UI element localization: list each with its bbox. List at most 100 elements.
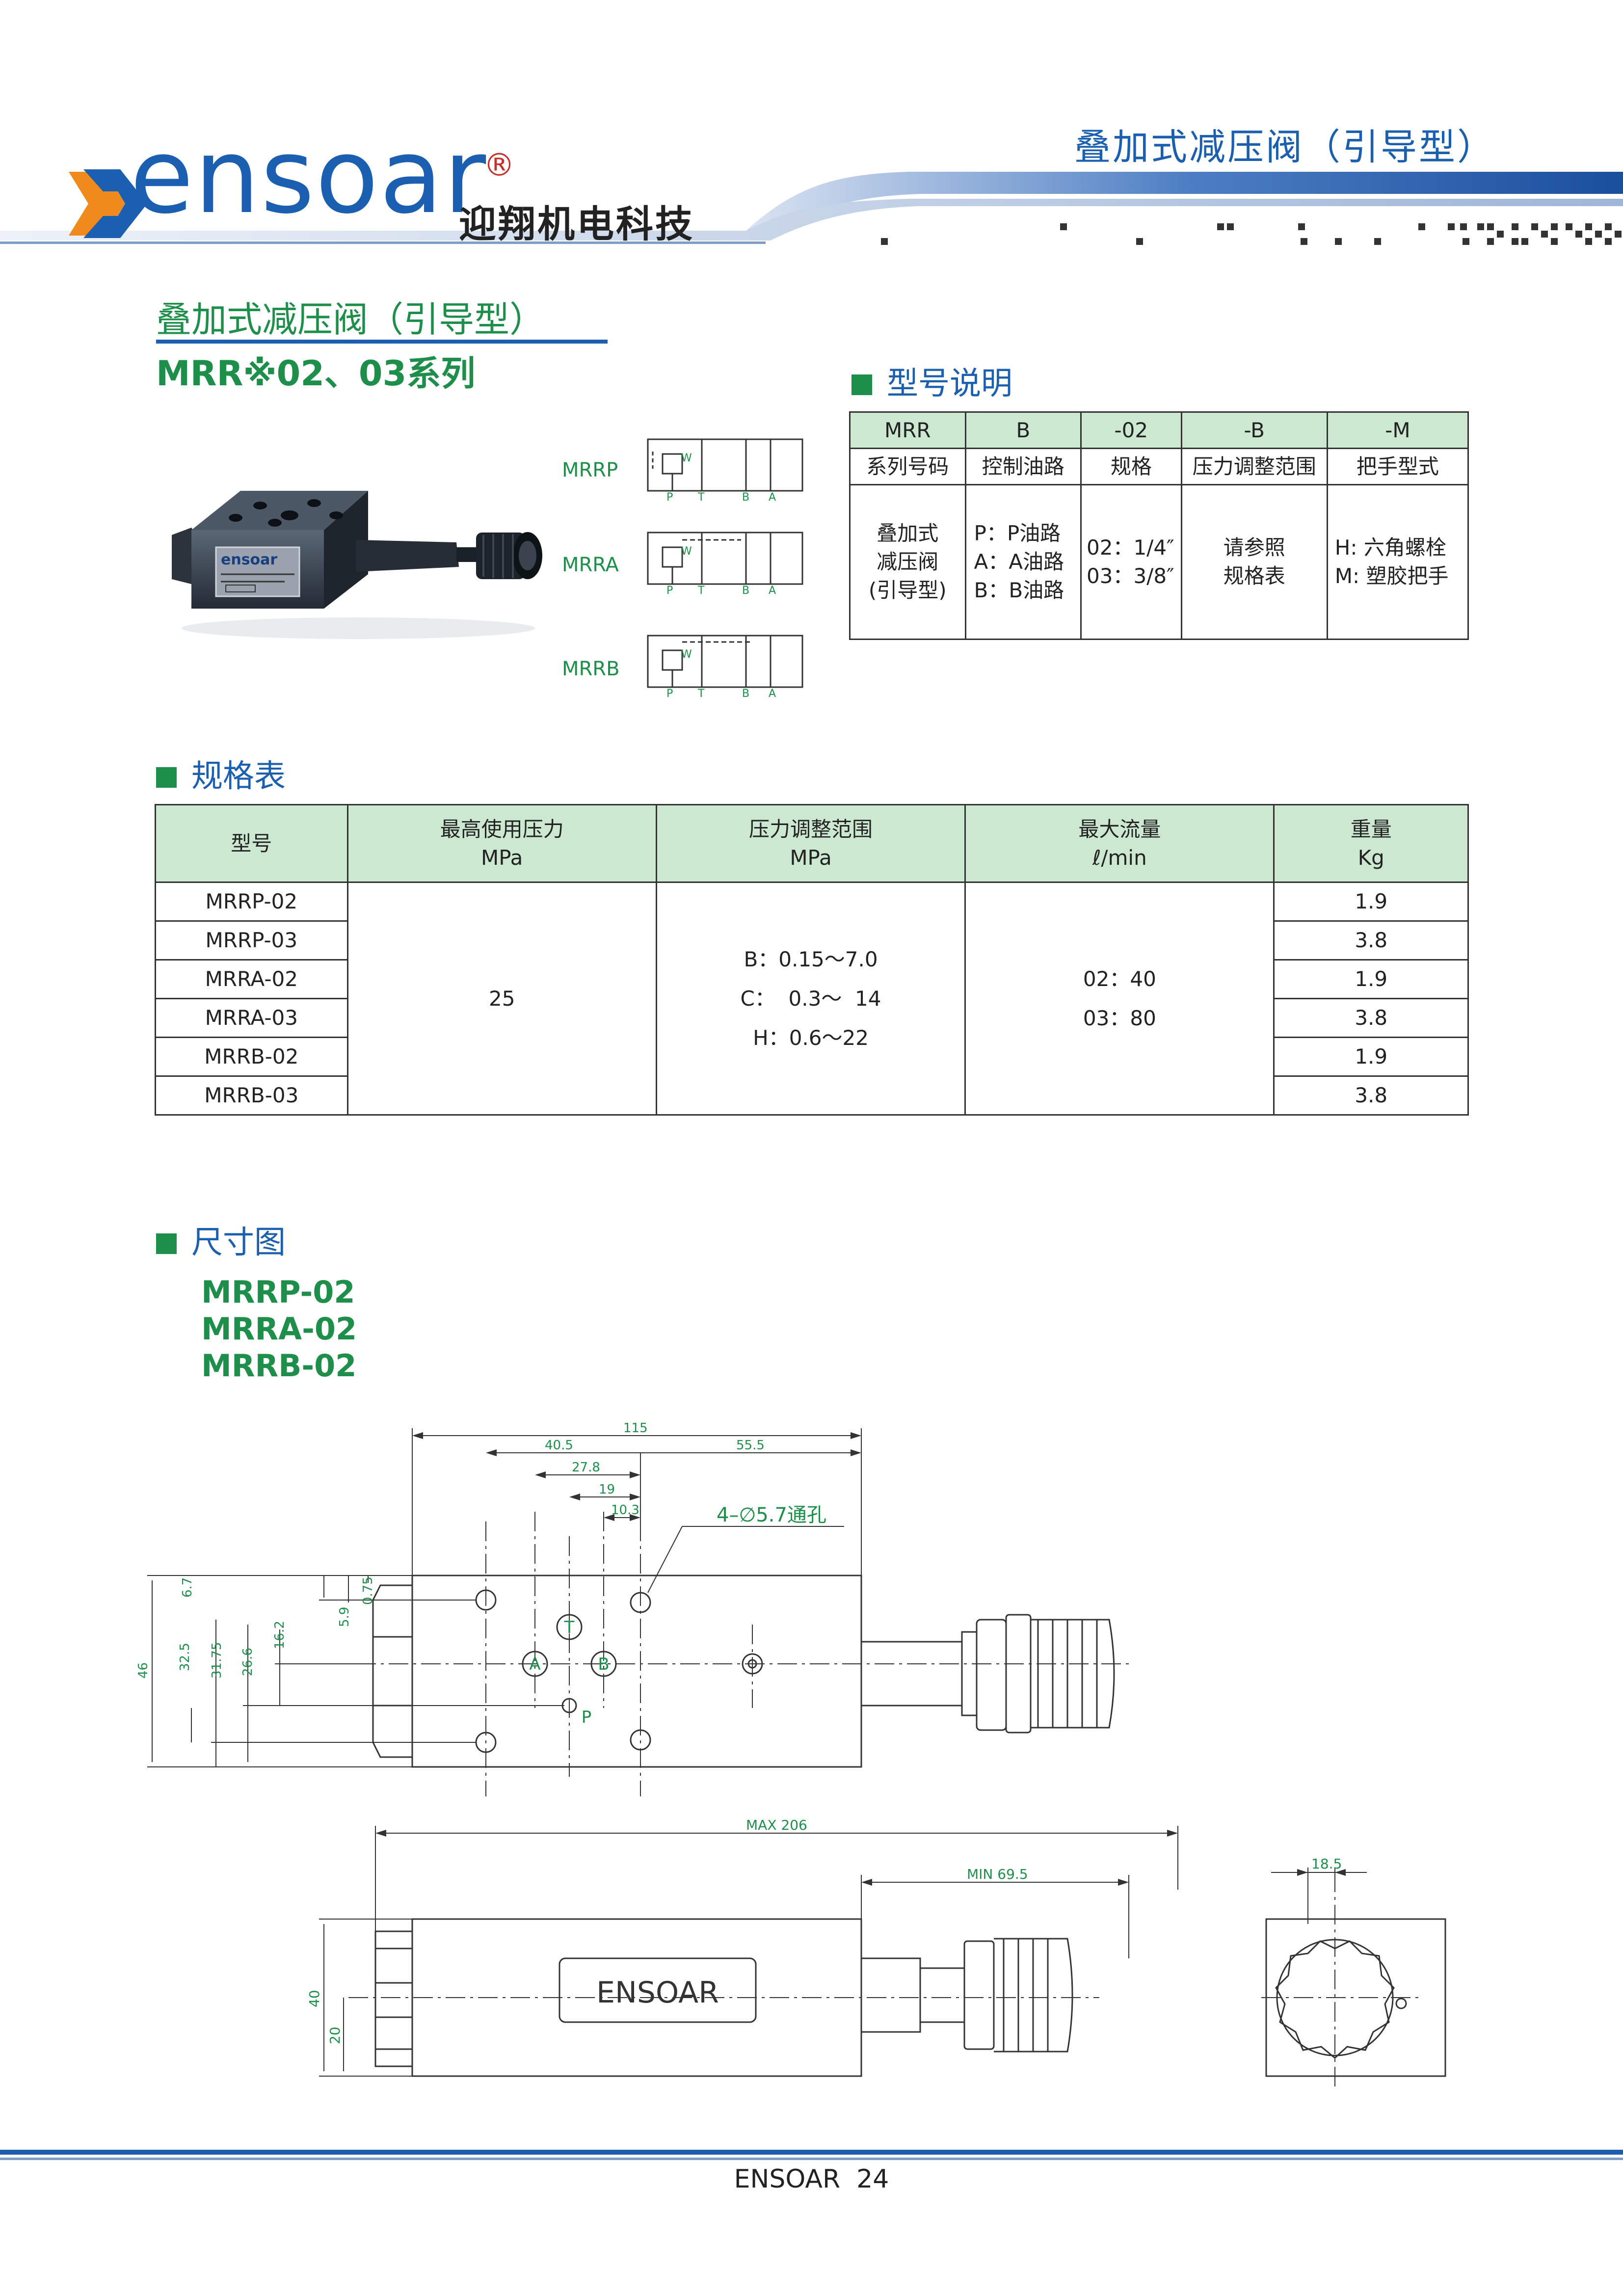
port-letter: P xyxy=(582,1708,592,1727)
spec-model-cell: MRRP-02 xyxy=(155,881,348,922)
detail-pressure: 请参照 规格表 xyxy=(1180,484,1328,640)
hydraulic-symbols: W W W P T B A P T B A P T B A xyxy=(647,438,803,700)
model-code-table: MRR B -02 -B -M 系列号码 控制油路 规格 压力调整范围 把手型式… xyxy=(849,411,1469,640)
spec-model-cell: MRRP-03 xyxy=(155,920,348,961)
model-code-title: 型号说明 xyxy=(887,366,1012,402)
variant-label-mrrb: MRRB xyxy=(562,658,620,680)
dim-label: 26.6 xyxy=(240,1648,255,1676)
detail-handle: H: 六角螺栓 M: 塑胶把手 xyxy=(1326,484,1469,640)
port-label: P xyxy=(666,585,673,597)
spec-header-model: 型号 xyxy=(155,804,348,883)
header-page-title: 叠加式减压阀（引导型） xyxy=(1074,126,1495,168)
dim-label: MAX 206 xyxy=(746,1817,807,1833)
dim-label: 55.5 xyxy=(736,1438,765,1453)
dim-label: 20 xyxy=(327,2027,343,2044)
top-view-drawing: 115 40.5 55.5 27.8 19 10.3 4–∅5.7通孔 46 3… xyxy=(136,1421,1134,1796)
dimension-model: MRRB-02 xyxy=(201,1348,357,1384)
code-cell: B xyxy=(964,411,1082,449)
product-photo: ensoar xyxy=(172,491,542,639)
spec-max-pressure: 25 xyxy=(346,881,657,1116)
title-underline xyxy=(156,340,608,344)
code-cell: -M xyxy=(1326,411,1469,449)
dimension-title: 尺寸图 xyxy=(191,1225,286,1261)
footer-lines xyxy=(0,2150,1623,2160)
spec-model-cell: MRRB-03 xyxy=(155,1075,348,1116)
section-square-icon xyxy=(156,1233,177,1254)
dim-label: 19 xyxy=(599,1482,615,1497)
spec-model-cell: MRRA-02 xyxy=(155,959,348,999)
port-label: B xyxy=(742,585,749,597)
header-band xyxy=(0,169,1623,245)
port-letter: B xyxy=(598,1655,609,1674)
meaning-cell: 控制油路 xyxy=(964,448,1082,485)
port-letter: T xyxy=(564,1618,575,1637)
hole-note: 4–∅5.7通孔 xyxy=(717,1504,826,1526)
dim-label: 40.5 xyxy=(545,1438,573,1453)
series-title: MRR※02、03系列 xyxy=(156,353,476,394)
dim-label: 18.5 xyxy=(1311,1856,1342,1872)
page-title: 叠加式减压阀（引导型） xyxy=(156,299,545,340)
detail-size: 02：1/4″ 03：3/8″ xyxy=(1080,484,1182,640)
registered-mark: ® xyxy=(483,147,515,184)
footer-page-number: ENSOAR 24 xyxy=(734,2164,889,2194)
side-view-drawing: MAX 206 MIN 69.5 40 20 ENSOAR xyxy=(306,1817,1178,2077)
port-label: A xyxy=(769,585,776,597)
dim-label: 40 xyxy=(306,1990,322,2007)
code-cell: -B xyxy=(1180,411,1328,449)
spec-weight-cell: 3.8 xyxy=(1273,920,1469,961)
code-cell: -02 xyxy=(1080,411,1182,449)
section-square-icon xyxy=(156,767,177,788)
dim-label: 115 xyxy=(623,1421,648,1436)
section-square-icon xyxy=(851,374,872,395)
brand-logo-text: ensoar xyxy=(130,116,487,237)
dim-label: 46 xyxy=(136,1662,151,1679)
dim-label: 16.2 xyxy=(272,1621,287,1649)
dim-label: MIN 69.5 xyxy=(967,1866,1028,1882)
spec-max-flow: 02：40 03：80 xyxy=(964,881,1275,1116)
port-label: B xyxy=(742,491,749,504)
pixel-pattern xyxy=(881,223,1622,245)
port-label: P xyxy=(666,491,673,504)
detail-series: 叠加式 减压阀 (引导型) xyxy=(849,484,966,640)
dim-label: 5.9 xyxy=(337,1607,352,1627)
spec-title: 规格表 xyxy=(191,758,286,795)
spec-model-cell: MRRB-02 xyxy=(155,1037,348,1077)
meaning-cell: 规格 xyxy=(1080,448,1182,485)
dimension-model: MRRP-02 xyxy=(201,1274,355,1310)
dim-label: 27.8 xyxy=(572,1460,600,1475)
logo-emblem-icon xyxy=(69,169,147,238)
dim-label: 31.75 xyxy=(210,1642,224,1679)
code-cell: MRR xyxy=(849,411,966,449)
brand-chinese-name: 迎翔机电科技 xyxy=(459,202,694,246)
meaning-cell: 压力调整范围 xyxy=(1180,448,1328,485)
dim-label: 10.3 xyxy=(611,1503,639,1518)
meaning-cell: 把手型式 xyxy=(1326,448,1469,485)
dimension-heading: 尺寸图 xyxy=(156,1217,286,1262)
nameplate-brand: ensoar xyxy=(221,551,277,568)
dimension-model: MRRA-02 xyxy=(201,1311,357,1347)
port-label: T xyxy=(697,491,705,504)
port-label: A xyxy=(769,688,776,700)
port-label: T xyxy=(697,585,705,597)
spec-weight-cell: 3.8 xyxy=(1273,998,1469,1038)
dim-label: 6.7 xyxy=(180,1577,195,1598)
spec-pressure-range: B：0.15～7.0 C： 0.3～ 14 H：0.6～22 xyxy=(655,881,966,1116)
port-label: A xyxy=(769,491,776,504)
spec-weight-cell: 3.8 xyxy=(1273,1075,1469,1116)
dim-label: 32.5 xyxy=(178,1643,192,1671)
variant-label-mrrp: MRRP xyxy=(562,459,618,481)
spec-heading: 规格表 xyxy=(156,751,286,796)
detail-control: P：P油路 A：A油路 B：B油路 xyxy=(964,484,1082,640)
spec-model-cell: MRRA-03 xyxy=(155,998,348,1038)
model-code-heading: 型号说明 xyxy=(851,358,1012,403)
symbol-letter: W xyxy=(681,648,692,661)
meaning-cell: 系列号码 xyxy=(849,448,966,485)
spec-weight-cell: 1.9 xyxy=(1273,881,1469,922)
port-label: T xyxy=(697,688,705,700)
body-label: ENSOAR xyxy=(596,1976,719,2010)
